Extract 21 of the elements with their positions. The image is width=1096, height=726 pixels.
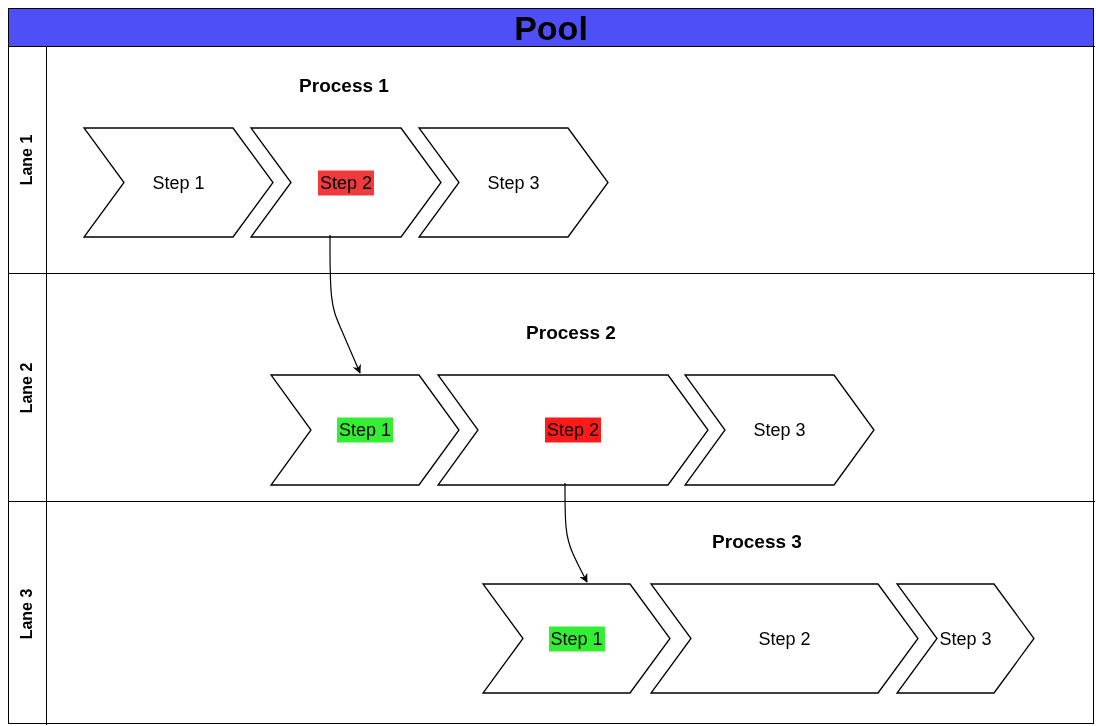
step-label: Step 2 — [757, 627, 812, 651]
step-label: Step 2 — [318, 170, 374, 195]
step-label: Step 1 — [151, 171, 206, 195]
swimlane — [9, 501, 1095, 725]
step-label: Step 3 — [752, 418, 807, 442]
process-title: Process 1 — [299, 75, 389, 97]
step-label: Step 3 — [938, 627, 993, 651]
step-label: Step 2 — [545, 417, 601, 443]
step-label: Step 1 — [548, 626, 605, 651]
step-label: Step 1 — [337, 417, 393, 443]
lane-title: Lane 1 — [18, 134, 36, 186]
lane-title: Lane 2 — [18, 362, 36, 413]
lane-title: Lane 3 — [18, 588, 36, 639]
arrow — [564, 482, 588, 583]
process-title: Process 2 — [526, 322, 616, 344]
process-title: Process 3 — [712, 531, 802, 553]
swimlane — [9, 273, 1095, 501]
step-label: Step 3 — [486, 171, 541, 195]
pool-title: Pool — [514, 8, 588, 47]
arrow — [329, 234, 361, 374]
pool-frame — [8, 8, 1094, 724]
